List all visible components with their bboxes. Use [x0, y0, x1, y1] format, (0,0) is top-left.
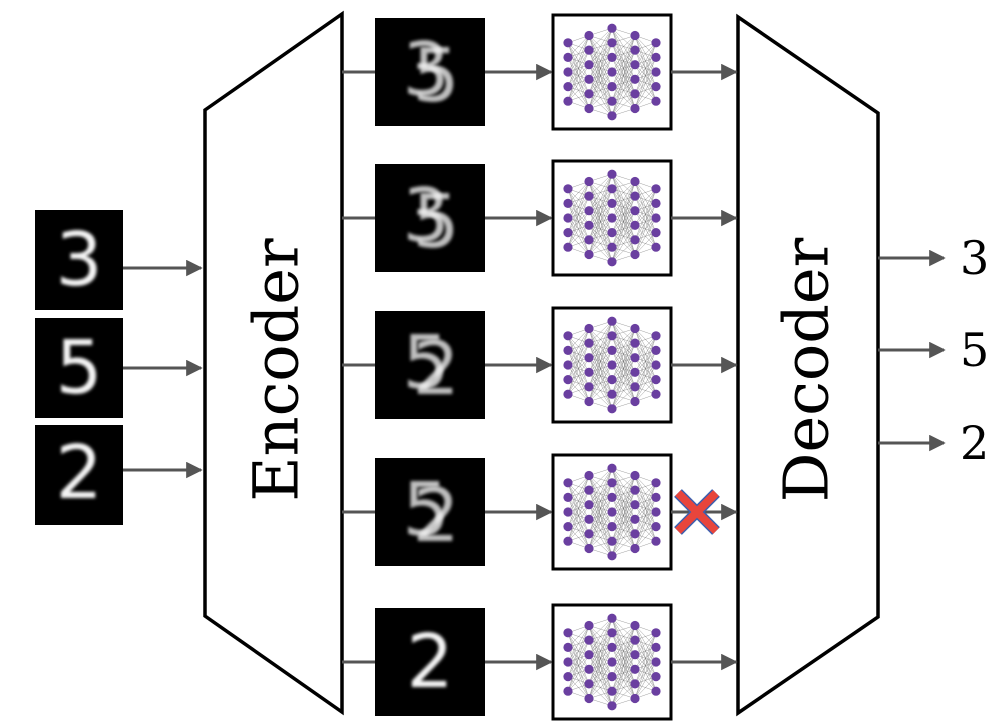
branch: 52: [342, 306, 738, 424]
latent-digit-tile: 35: [375, 18, 485, 126]
input-digit-glyph: 2: [55, 430, 102, 516]
input-digit-tile: 5: [35, 318, 123, 418]
latent-digit-glyph: 5: [402, 467, 449, 553]
branch: 52: [342, 453, 738, 571]
input-arrows: [123, 259, 203, 479]
neural-network-icon: [551, 13, 673, 131]
latent-digit-glyph: 5: [412, 179, 459, 265]
latent-digit-tile: 52: [375, 311, 485, 419]
latent-digit-glyph: 2: [406, 619, 453, 705]
output-label: 2: [960, 416, 989, 470]
input-digit-glyph: 3: [55, 217, 102, 303]
latent-digit-glyph: 2: [412, 326, 459, 412]
latent-digit-glyph: 3: [402, 173, 449, 259]
output-label: 5: [960, 323, 989, 377]
output-label: 3: [960, 231, 989, 285]
branch: 2: [342, 603, 738, 721]
latent-digit-glyph: 3: [402, 27, 449, 113]
neural-network-icon: [551, 603, 673, 721]
encoder-label: Encoder: [240, 238, 313, 502]
branch: 35: [342, 159, 738, 277]
decoder-label: Decoder: [770, 237, 843, 502]
input-digit-tile: 3: [35, 210, 123, 310]
input-digit-glyph: 5: [55, 325, 102, 411]
latent-digit-glyph: 2: [412, 473, 459, 559]
branch: 35: [342, 13, 738, 131]
input-digits: 3 5 2: [35, 210, 123, 525]
latent-digit-glyph: 5: [412, 33, 459, 119]
input-digit-tile: 2: [35, 425, 123, 525]
latent-digit-tile: 52: [375, 458, 485, 566]
latent-digit-glyph: 5: [402, 320, 449, 406]
neural-network-icon: [551, 453, 673, 571]
neural-network-icon: [551, 306, 673, 424]
decoder-block: Decoder: [736, 13, 880, 717]
outputs: 3 5 2: [878, 231, 989, 470]
x-mark-icon: [674, 489, 720, 535]
neural-network-icon: [551, 159, 673, 277]
encoder-block: Encoder: [203, 10, 344, 716]
latent-digit-tile: 35: [375, 164, 485, 272]
latent-digit-tile: 2: [375, 608, 485, 716]
